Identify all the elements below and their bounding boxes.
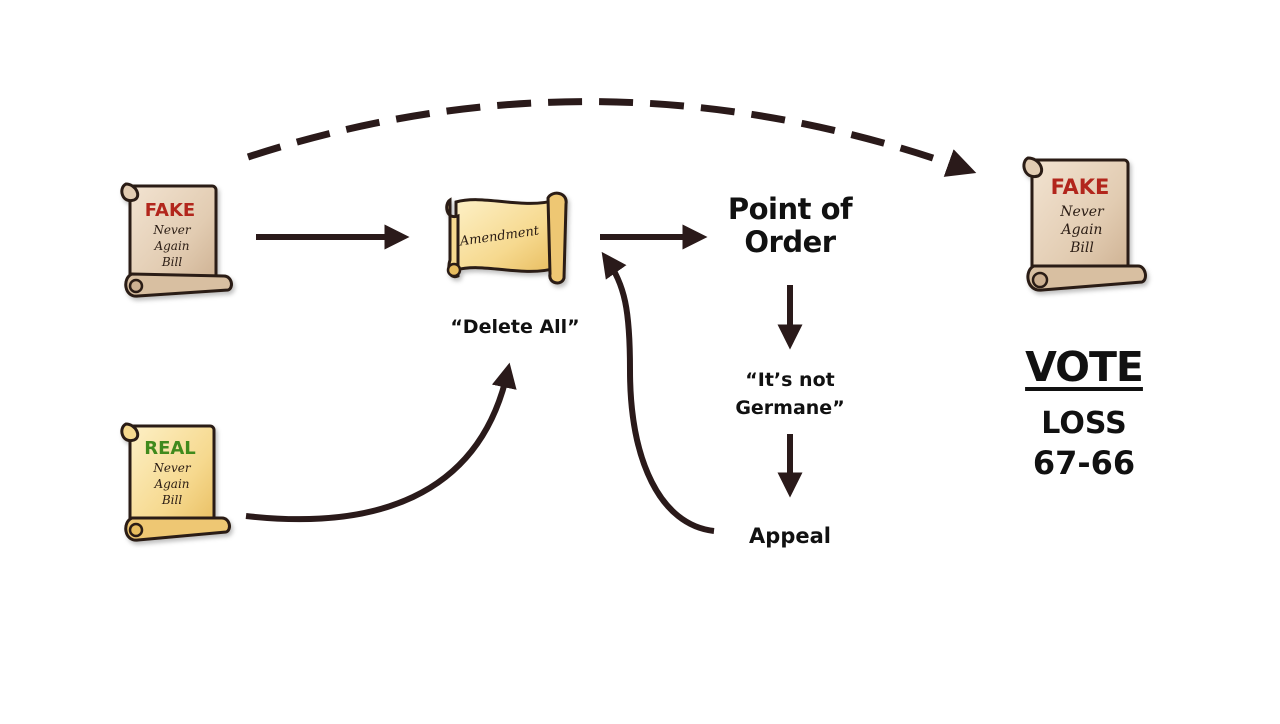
real-left-title: REAL (144, 438, 196, 459)
fake-left-line1: Never (152, 223, 191, 237)
fake-left-line3: Bill (161, 255, 182, 269)
appeal-to-amendment-arrow (601, 251, 715, 534)
fake-right-title: FAKE (1051, 175, 1110, 199)
appeal-label: Appeal (749, 524, 831, 548)
not-germane-label: “It’s not Germane” (735, 369, 845, 419)
fake-bill-scroll-left: FAKE Never Again Bill (120, 182, 233, 298)
fake-left-line2: Again (153, 239, 189, 253)
fake-left-title: FAKE (145, 200, 195, 221)
vote-score: 67-66 (1032, 444, 1136, 482)
delete-all-label: “Delete All” (450, 316, 580, 338)
real-left-line3: Bill (161, 493, 182, 507)
real-bill-scroll-left: REAL Never Again Bill (120, 422, 231, 542)
vote-heading: VOTE (1025, 343, 1144, 391)
real-left-line1: Never (152, 461, 191, 475)
real-left-line2: Again (153, 477, 189, 491)
fake-bill-scroll-right: FAKE Never Again Bill (1022, 156, 1147, 292)
fake-right-line1: Never (1059, 204, 1105, 220)
fake-right-line2: Again (1060, 222, 1103, 238)
amendment-scroll: Amendment (445, 191, 568, 285)
point-of-order-label: Point of Order (727, 192, 853, 259)
real-to-amendment-arrow (245, 362, 517, 523)
vote-result-label: LOSS (1041, 406, 1127, 441)
fake-right-line3: Bill (1069, 240, 1094, 256)
dashed-bypass-arrow (246, 98, 977, 177)
